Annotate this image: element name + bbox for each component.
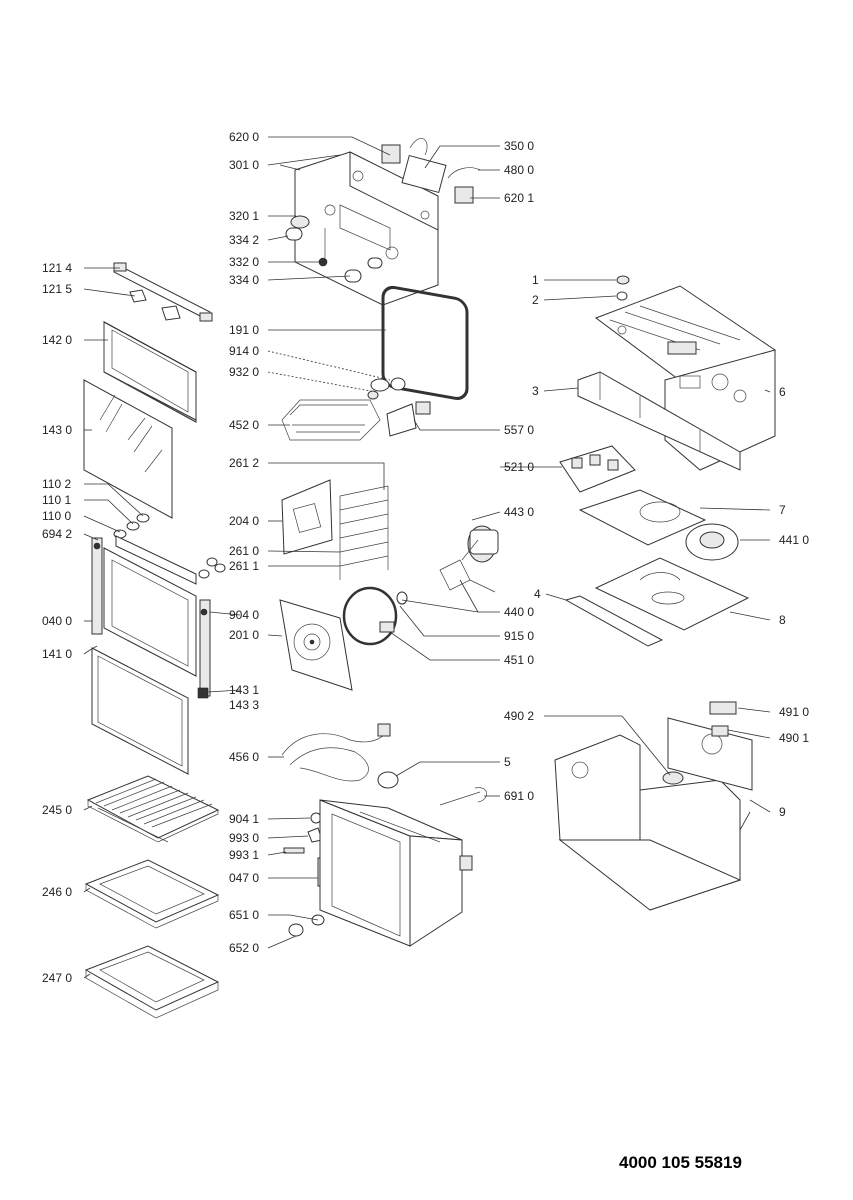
callout-620-0: 620 0 — [229, 130, 259, 144]
callout-047-0: 047 0 — [229, 871, 259, 885]
callout-143-0: 143 0 — [42, 423, 72, 437]
callout-490-1: 490 1 — [779, 731, 809, 745]
callout-620-1: 620 1 — [504, 191, 534, 205]
callout-261-1: 261 1 — [229, 559, 259, 573]
callout-246-0: 246 0 — [42, 885, 72, 899]
callout-451-0: 451 0 — [504, 653, 534, 667]
callout-142-0: 142 0 — [42, 333, 72, 347]
callout-110-0: 110 0 — [42, 509, 71, 523]
outer-casing-part — [554, 734, 742, 911]
connector-block-part — [381, 138, 481, 204]
wire-shelf-part — [86, 775, 220, 843]
callout-651-0: 651 0 — [229, 908, 259, 922]
callout-993-0: 993 0 — [229, 831, 259, 845]
thermostat-part — [386, 401, 431, 437]
fan-cover-part — [578, 489, 707, 546]
control-board-part — [559, 445, 636, 493]
callout-334-0: 334 0 — [229, 273, 259, 287]
baking-tray-part — [84, 859, 220, 929]
callout-4: 4 — [534, 587, 541, 601]
callout-440-0: 440 0 — [504, 605, 534, 619]
callout-521-0: 521 0 — [504, 460, 534, 474]
callout-247-0: 247 0 — [42, 971, 72, 985]
callout-652-0: 652 0 — [229, 941, 259, 955]
callout-904-0: 904 0 — [229, 608, 259, 622]
callout-040-0: 040 0 — [42, 614, 72, 628]
inner-door-glass-part — [83, 379, 173, 519]
door-frame-part — [91, 537, 211, 699]
callout-480-0: 480 0 — [504, 163, 534, 177]
outer-door-glass-part — [103, 321, 197, 423]
callout-932-0: 932 0 — [229, 365, 259, 379]
callout-350-0: 350 0 — [504, 139, 534, 153]
callout-121-5: 121 5 — [42, 282, 72, 296]
callout-452-0: 452 0 — [229, 418, 259, 432]
callout-143-1: 143 1 — [229, 683, 259, 697]
door-inner-panel-part — [91, 647, 189, 775]
callout-261-0: 261 0 — [229, 544, 259, 558]
callout-110-1: 110 1 — [42, 493, 71, 507]
knob-parts — [285, 215, 383, 283]
callout-993-1: 993 1 — [229, 848, 259, 862]
callout-201-0: 201 0 — [229, 628, 259, 642]
front-strip-part — [564, 595, 664, 647]
document-number: 4000 105 55819 — [619, 1153, 742, 1172]
lamp-and-sensor-parts — [377, 771, 487, 806]
callout-694-2: 694 2 — [42, 527, 72, 541]
callout-320-1: 320 1 — [229, 209, 259, 223]
door-spacers-part — [113, 513, 226, 585]
grill-element-part — [281, 377, 406, 441]
deep-tray-part — [84, 945, 220, 1019]
callout-labels: 620 0 301 0 320 1 334 2 332 0 334 0 350 … — [42, 130, 809, 985]
leader-lines — [83, 136, 771, 979]
callout-5: 5 — [504, 755, 511, 769]
side-rack-parts — [281, 479, 389, 580]
control-panel-part — [294, 151, 439, 306]
callout-191-0: 191 0 — [229, 323, 259, 337]
callout-332-0: 332 0 — [229, 255, 259, 269]
callout-334-2: 334 2 — [229, 233, 259, 247]
callout-914-0: 914 0 — [229, 344, 259, 358]
callout-904-1: 904 1 — [229, 812, 259, 826]
duct-part — [577, 371, 741, 471]
callout-456-0: 456 0 — [229, 750, 259, 764]
callout-121-4: 121 4 — [42, 261, 72, 275]
callout-8: 8 — [779, 613, 786, 627]
callout-2: 2 — [532, 293, 539, 307]
door-seal-part — [381, 285, 469, 400]
convection-fan-part — [396, 525, 499, 605]
callout-443-0: 443 0 — [504, 505, 534, 519]
callout-6: 6 — [779, 385, 786, 399]
callout-9: 9 — [779, 805, 786, 819]
back-panel-part — [279, 599, 353, 691]
callout-557-0: 557 0 — [504, 423, 534, 437]
callout-141-0: 141 0 — [42, 647, 72, 661]
callout-7: 7 — [779, 503, 786, 517]
rear-panel-part — [667, 701, 753, 791]
cooling-fan-part — [685, 523, 739, 561]
callout-245-0: 245 0 — [42, 803, 72, 817]
callout-915-0: 915 0 — [504, 629, 534, 643]
callout-261-2: 261 2 — [229, 456, 259, 470]
callout-143-3: 143 3 — [229, 698, 259, 712]
callout-490-2: 490 2 — [504, 709, 534, 723]
circular-element-part — [342, 586, 398, 646]
callout-301-0: 301 0 — [229, 158, 259, 172]
callout-3: 3 — [532, 384, 539, 398]
door-handle-part — [113, 262, 213, 322]
oven-cavity-part — [319, 799, 473, 947]
callout-441-0: 441 0 — [779, 533, 809, 547]
bottom-panel-part — [594, 557, 750, 631]
callout-1: 1 — [532, 273, 539, 287]
callout-110-2: 110 2 — [42, 477, 71, 491]
callout-491-0: 491 0 — [779, 705, 809, 719]
callout-691-0: 691 0 — [504, 789, 534, 803]
lower-element-part — [281, 723, 391, 782]
callout-204-0: 204 0 — [229, 514, 259, 528]
